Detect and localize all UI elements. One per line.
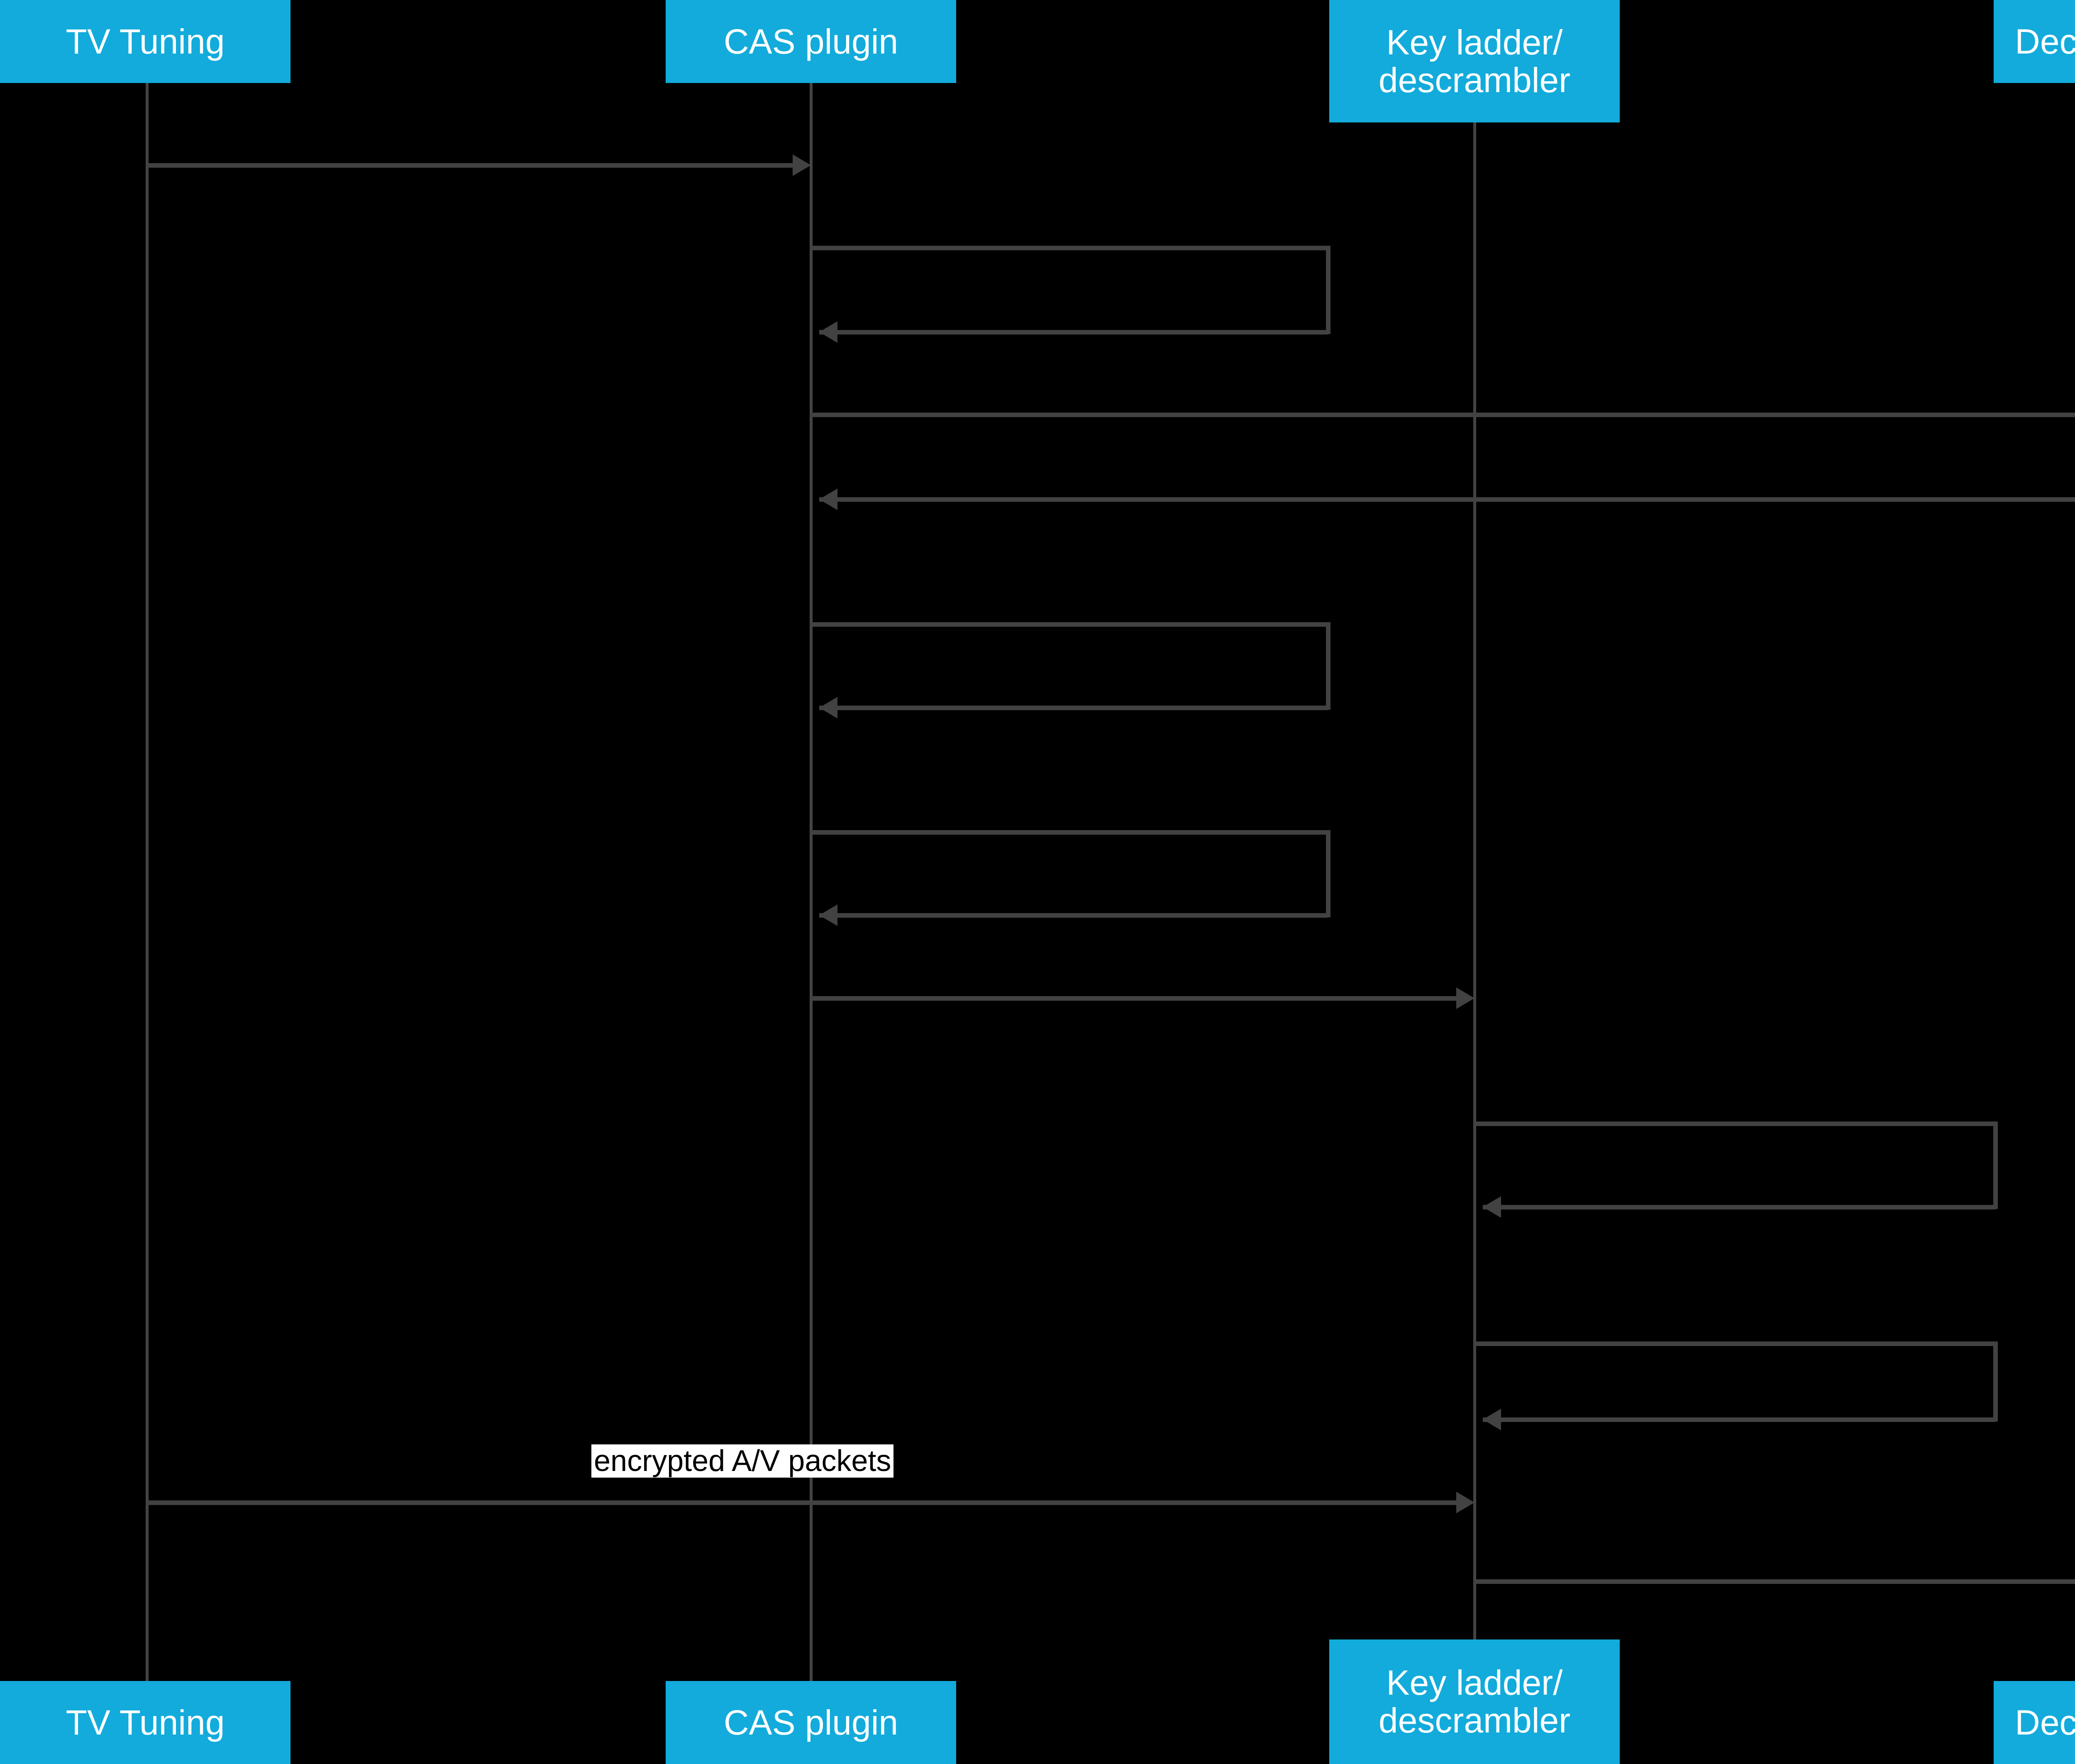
header-participant-tv-tuning[interactable]: TV Tuning (0, 0, 290, 83)
footer-participant-decode-display[interactable]: Decode, display (1994, 1681, 2075, 1764)
participant-label: TV Tuning (66, 22, 225, 61)
footer-participant-key-ladder[interactable]: Key ladder/ descrambler (1329, 1639, 1620, 1764)
header-participant-decode-display[interactable]: Decode, display (1994, 0, 2075, 83)
message-line (811, 246, 1328, 250)
header-participant-cas-plugin[interactable]: CAS plugin (666, 0, 956, 83)
message-line (1483, 1417, 1995, 1422)
footer-participant-cas-plugin[interactable]: CAS plugin (666, 1681, 956, 1764)
arrow-head-left (1483, 1409, 1501, 1430)
message-line-vertical (1993, 1121, 1998, 1209)
participant-label: TV Tuning (66, 1703, 225, 1742)
message-line (819, 913, 1328, 918)
arrow-head-left (1483, 1196, 1501, 1218)
message-line (1474, 1121, 1995, 1126)
message-line (811, 413, 2075, 417)
message-line (811, 996, 1470, 1001)
participant-label: CAS plugin (723, 22, 898, 61)
message-line (811, 830, 1328, 835)
header-participant-key-ladder[interactable]: Key ladder/ descrambler (1329, 0, 1620, 122)
arrow-head-right (1456, 1492, 1474, 1513)
participant-label: Decode, display (2015, 22, 2075, 61)
participant-label: CAS plugin (723, 1703, 898, 1742)
message-line (1483, 1205, 1995, 1209)
participant-label: Key ladder/ descrambler (1378, 1663, 1571, 1740)
message-line (1474, 1579, 2075, 1584)
arrow-head-left (819, 489, 837, 510)
message-line (811, 622, 1328, 627)
message-line-vertical (1326, 622, 1330, 710)
message-line (819, 706, 1328, 710)
message-line (819, 497, 2075, 502)
footer-participant-tv-tuning[interactable]: TV Tuning (0, 1681, 290, 1764)
message-label-msg-10: encrypted A/V packets (591, 1444, 894, 1478)
arrow-head-left (819, 697, 837, 718)
lifeline-tv-tuning (146, 83, 149, 1681)
message-line (147, 163, 807, 168)
message-line (1474, 1341, 1995, 1346)
arrow-head-left (819, 321, 837, 343)
lifeline-cas-plugin (810, 83, 813, 1681)
message-line (147, 1500, 1470, 1505)
message-line (819, 330, 1328, 335)
lifeline-key-ladder (1473, 122, 1476, 1639)
participant-label: Decode, display (2015, 1703, 2075, 1742)
message-line-vertical (1326, 246, 1330, 334)
participant-label: Key ladder/ descrambler (1378, 22, 1571, 100)
arrow-head-right (793, 154, 811, 176)
message-line-vertical (1993, 1341, 1998, 1422)
message-line-vertical (1326, 830, 1330, 917)
arrow-head-left (819, 904, 837, 926)
arrow-head-right (1456, 987, 1474, 1009)
